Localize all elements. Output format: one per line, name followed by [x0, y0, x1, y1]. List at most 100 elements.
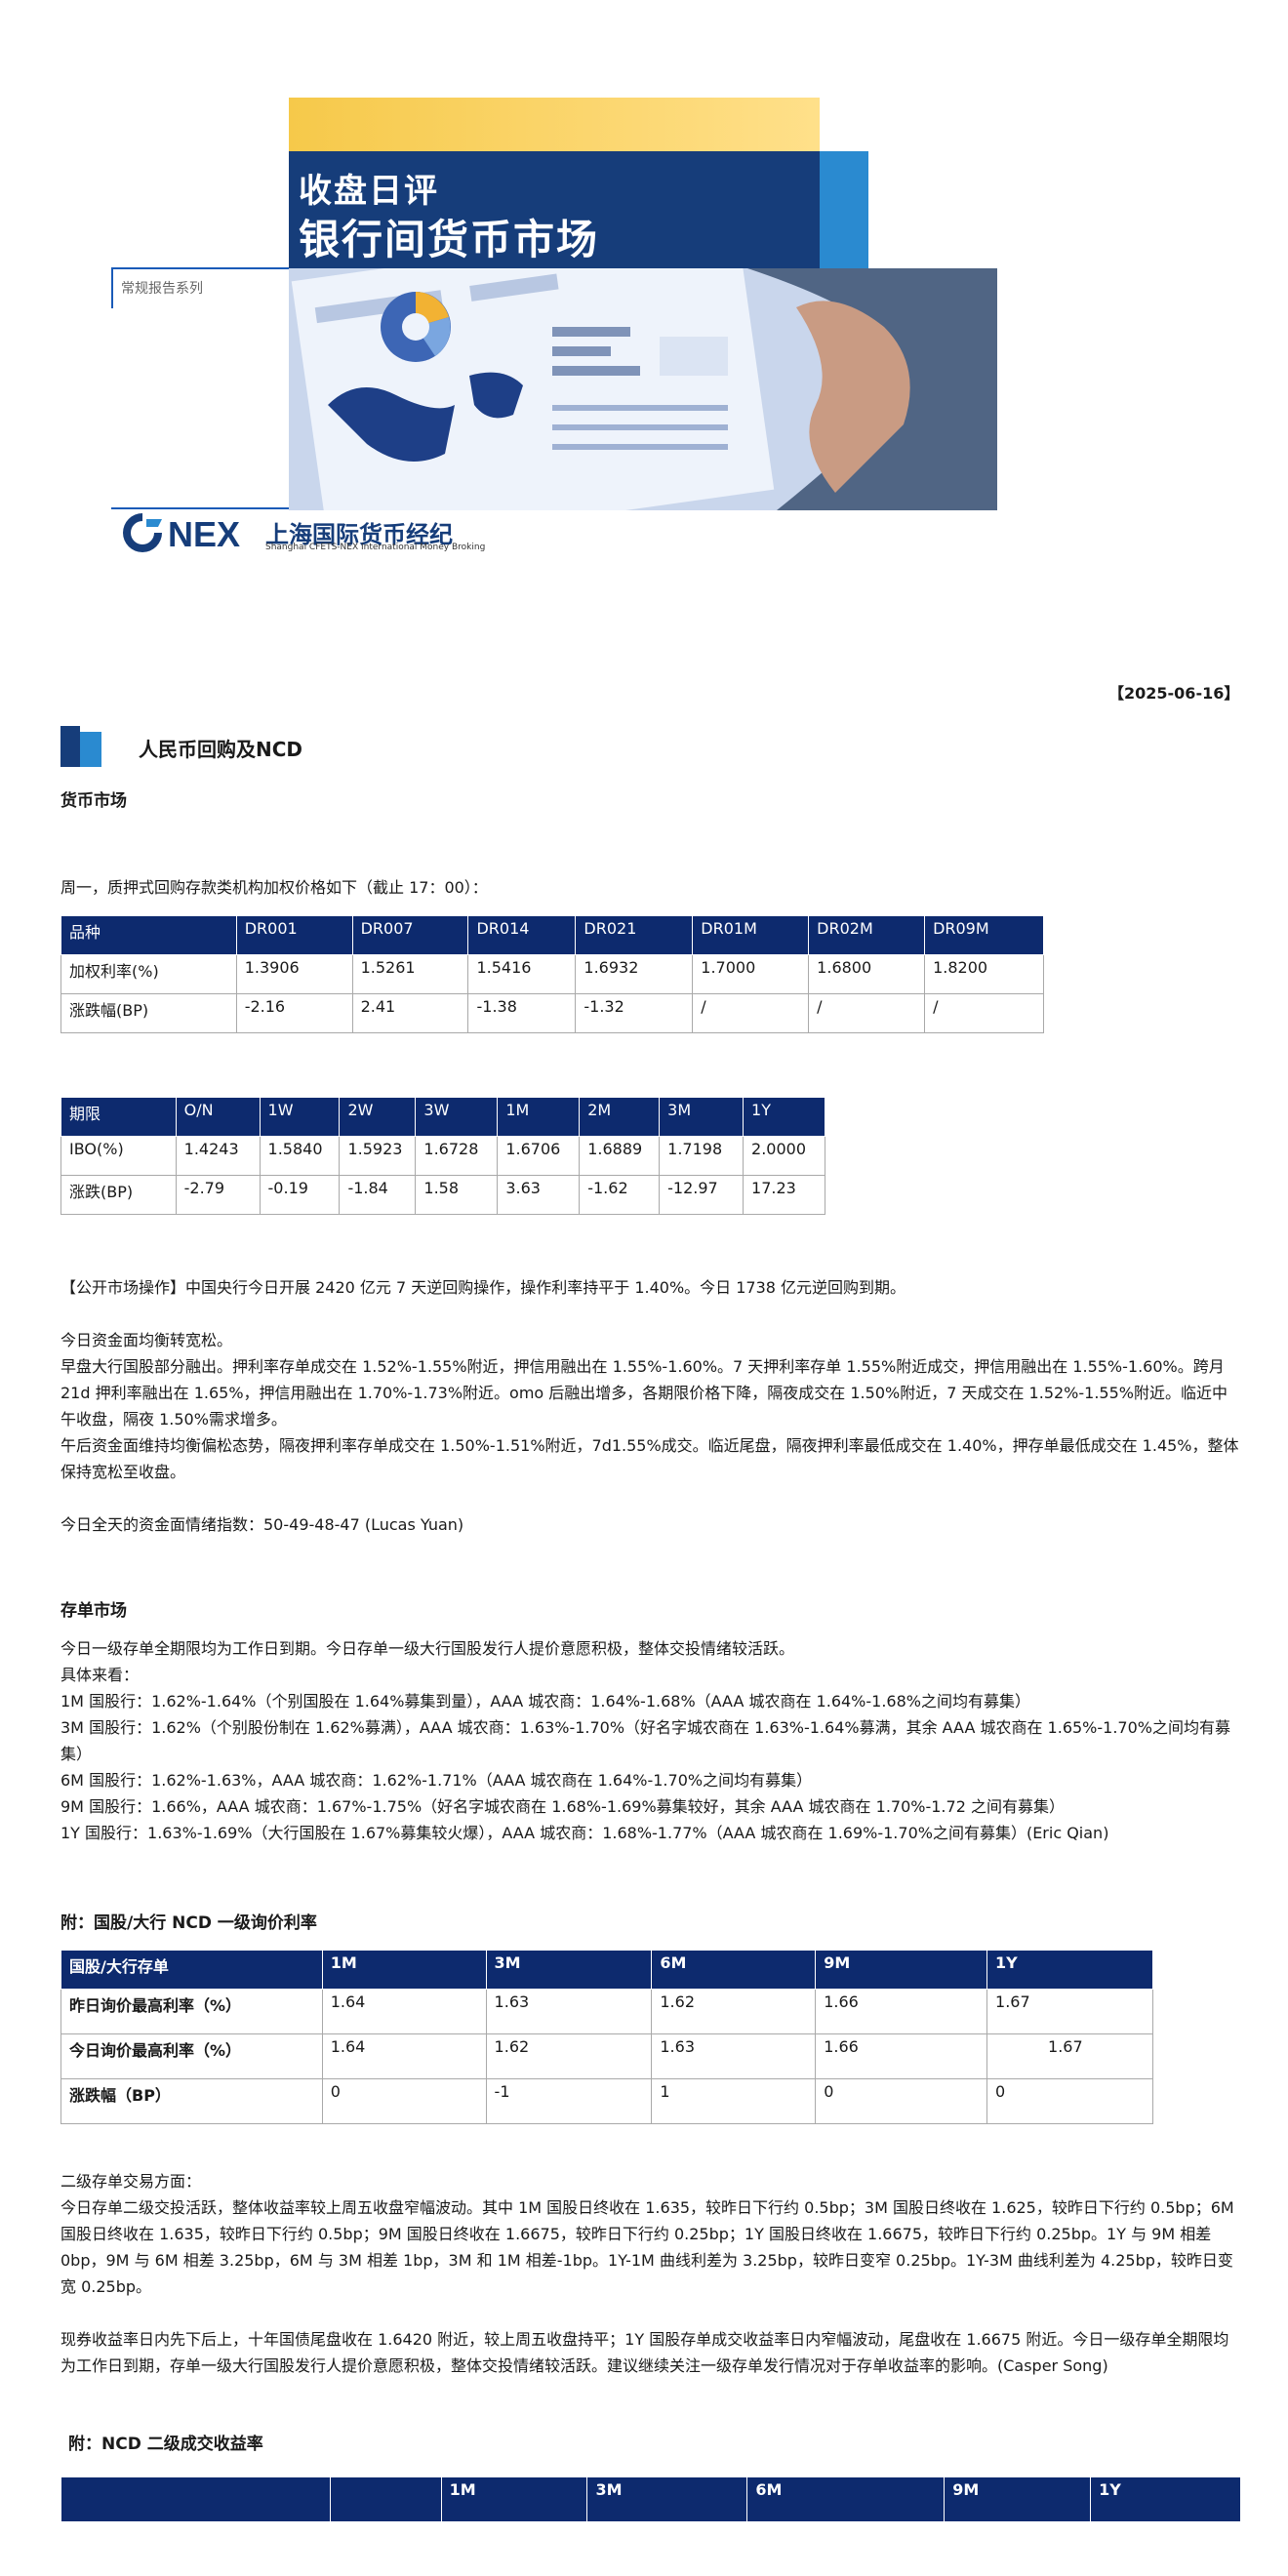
table-header-cell: 1Y [986, 1950, 1153, 1990]
ncd-secondary-table: 1M 3M 6M 9M 1Y [60, 2476, 1241, 2522]
table-row: IBO(%) 1.4243 1.5840 1.5923 1.6728 1.670… [60, 1136, 825, 1176]
table-header-cell: 国股/大行存单 [60, 1950, 323, 1990]
ncd-primary-table: 国股/大行存单 1M 3M 6M 9M 1Y 昨日询价最高利率（%） 1.64 … [60, 1950, 1153, 2124]
table-cell: 1.62 [651, 1989, 817, 2034]
cover-blue-block [820, 151, 868, 268]
table-cell: -12.97 [659, 1175, 745, 1215]
table-cell: 0 [986, 2078, 1153, 2124]
table-header-row: 国股/大行存单 1M 3M 6M 9M 1Y [60, 1950, 1153, 1990]
section-title: 人民币回购及NCD [139, 738, 303, 761]
ncd-market-heading: 存单市场 [60, 1601, 127, 1621]
table-header-cell: 2W [339, 1097, 417, 1137]
table-header-cell: DR021 [575, 915, 694, 955]
liquidity-summary: 今日资金面均衡转宽松。 [60, 1331, 233, 1349]
cover-title-line1: 收盘日评 [299, 172, 439, 211]
table-cell: 17.23 [743, 1175, 825, 1215]
table-cell: 涨跌幅（BP） [60, 2078, 323, 2124]
ncd-line: 1Y 国股行：1.63%-1.69%（大行国股在 1.67%募集较火爆），AAA… [60, 1824, 1109, 1842]
table-header-cell: 1M [497, 1097, 581, 1137]
table-header-cell: 1W [259, 1097, 341, 1137]
table-header-cell: DR014 [467, 915, 577, 955]
repo-intro: 周一，质押式回购存款类机构加权价格如下（截止 17：00）： [60, 878, 488, 897]
cover-yellow-band [289, 98, 820, 151]
table-cell: IBO(%) [60, 1136, 177, 1176]
cover-frame-line [111, 267, 289, 269]
logo-company-name: 上海国际货币经纪 [265, 521, 453, 548]
table-cell: -1.38 [467, 993, 577, 1033]
table-header-cell [329, 2476, 442, 2522]
nex-logo: NEX [115, 503, 466, 560]
table-cell: -1.84 [339, 1175, 417, 1215]
cover-frame-line [111, 267, 113, 308]
table-cell: 2.0000 [743, 1136, 825, 1176]
table-header-cell: DR001 [235, 915, 353, 955]
table-cell: 3.63 [497, 1175, 581, 1215]
ncd-line: 1M 国股行：1.62%-1.64%（个别国股在 1.64%募集到量），AAA … [60, 1692, 1030, 1711]
omo-paragraph: 【公开市场操作】中国央行今日开展 2420 亿元 7 天逆回购操作，操作利率持平… [60, 1278, 906, 1297]
table-cell: 加权利率(%) [60, 954, 237, 994]
table-cell: 1.4243 [175, 1136, 261, 1176]
table-cell: 1.5261 [351, 954, 469, 994]
cover-title-panel [289, 151, 820, 268]
table-header-cell: 3M [485, 1950, 653, 1990]
table-cell: / [692, 993, 810, 1033]
table-row: 今日询价最高利率（%） 1.64 1.62 1.63 1.66 1.67 [60, 2033, 1153, 2079]
ncd-intro: 今日一级存单全期限均为工作日到期。今日存单一级大行国股发行人提价意愿积极，整体交… [60, 1639, 795, 1658]
table-cell: 1.5840 [259, 1136, 341, 1176]
secondary-heading: 二级存单交易方面： [60, 2172, 202, 2191]
table-cell: -2.79 [175, 1175, 261, 1215]
dr-rate-table: 品种 DR001 DR007 DR014 DR021 DR01M DR02M D… [60, 915, 1044, 1033]
table-cell: 1.3906 [235, 954, 353, 994]
table-cell: 1.58 [415, 1175, 499, 1215]
table-header-cell: 3W [415, 1097, 499, 1137]
afternoon-paragraph: 午后资金面维持均衡偏松态势，隔夜押利率存单成交在 1.50%-1.51%附近，7… [60, 1436, 1239, 1481]
table-cell: 1.64 [321, 2033, 487, 2079]
cover-frame-line [111, 507, 289, 509]
sentiment-index: 今日全天的资金面情绪指数：50-49-48-47 (Lucas Yuan) [60, 1515, 464, 1534]
morning-paragraph: 早盘大行国股部分融出。押利率存单成交在 1.52%-1.55%附近，押信用融出在… [60, 1357, 1228, 1429]
table-cell: 1.6800 [808, 954, 926, 994]
table-header-cell: 1Y [743, 1097, 825, 1137]
table-header-cell: 9M [944, 2476, 1092, 2522]
cover-photo-tablet [289, 268, 997, 510]
table-cell: -1.62 [579, 1175, 661, 1215]
table-cell: 1.63 [651, 2033, 817, 2079]
table-cell: 今日询价最高利率（%） [60, 2033, 323, 2079]
ncd-line: 9M 国股行：1.66%，AAA 城农商：1.67%-1.75%（好名字城农商在… [60, 1797, 1065, 1816]
table-header-cell: 9M [815, 1950, 988, 1990]
svg-text:NEX: NEX [168, 514, 240, 554]
ncd-line: 6M 国股行：1.62%-1.63%，AAA 城农商：1.62%-1.71%（A… [60, 1771, 813, 1790]
cover-title-line2: 银行间货币市场 [299, 216, 600, 263]
table-cell: 1.7000 [692, 954, 810, 994]
money-market-heading: 货币市场 [60, 791, 127, 811]
table-cell: 1 [651, 2078, 817, 2124]
table-header-cell: DR02M [808, 915, 926, 955]
table-header-cell: 1M [440, 2476, 588, 2522]
secondary-paragraph: 今日存单二级交投活跃，整体收益率较上周五收盘窄幅波动。其中 1M 国股日终收在 … [60, 2198, 1234, 2296]
table-cell: / [924, 993, 1044, 1033]
table-row: 涨跌(BP) -2.79 -0.19 -1.84 1.58 3.63 -1.62… [60, 1175, 825, 1215]
table-header-cell: 3M [586, 2476, 748, 2522]
table-cell: 涨跌(BP) [60, 1175, 177, 1215]
table-cell: 1.6706 [497, 1136, 581, 1176]
table-cell: -2.16 [235, 993, 353, 1033]
table-header-row: 品种 DR001 DR007 DR014 DR021 DR01M DR02M D… [60, 915, 1044, 955]
table-cell: 1.67 [986, 1989, 1153, 2034]
table-header-cell: 1Y [1090, 2476, 1241, 2522]
table-cell: 1.62 [485, 2033, 653, 2079]
ncd-detail-label: 具体来看： [60, 1666, 140, 1684]
table-cell: 昨日询价最高利率（%） [60, 1989, 323, 2034]
table-cell: 0 [321, 2078, 487, 2124]
ibo-rate-table: 期限 O/N 1W 2W 3W 1M 2M 3M 1Y IBO(%) 1.424… [60, 1097, 825, 1215]
table-cell: 1.64 [321, 1989, 487, 2034]
table-cell: 1.66 [815, 2033, 988, 2079]
table-cell: 2.41 [351, 993, 469, 1033]
table-header-cell: 6M [651, 1950, 817, 1990]
table-cell: 0 [815, 2078, 988, 2124]
table-cell: 1.6932 [575, 954, 694, 994]
table-cell: 1.7198 [659, 1136, 745, 1176]
table-cell: -1 [485, 2078, 653, 2124]
appendix-primary-heading: 附：国股/大行 NCD 一级询价利率 [60, 1913, 317, 1933]
table-header-cell: 2M [579, 1097, 661, 1137]
table-header-row: 期限 O/N 1W 2W 3W 1M 2M 3M 1Y [60, 1097, 825, 1137]
